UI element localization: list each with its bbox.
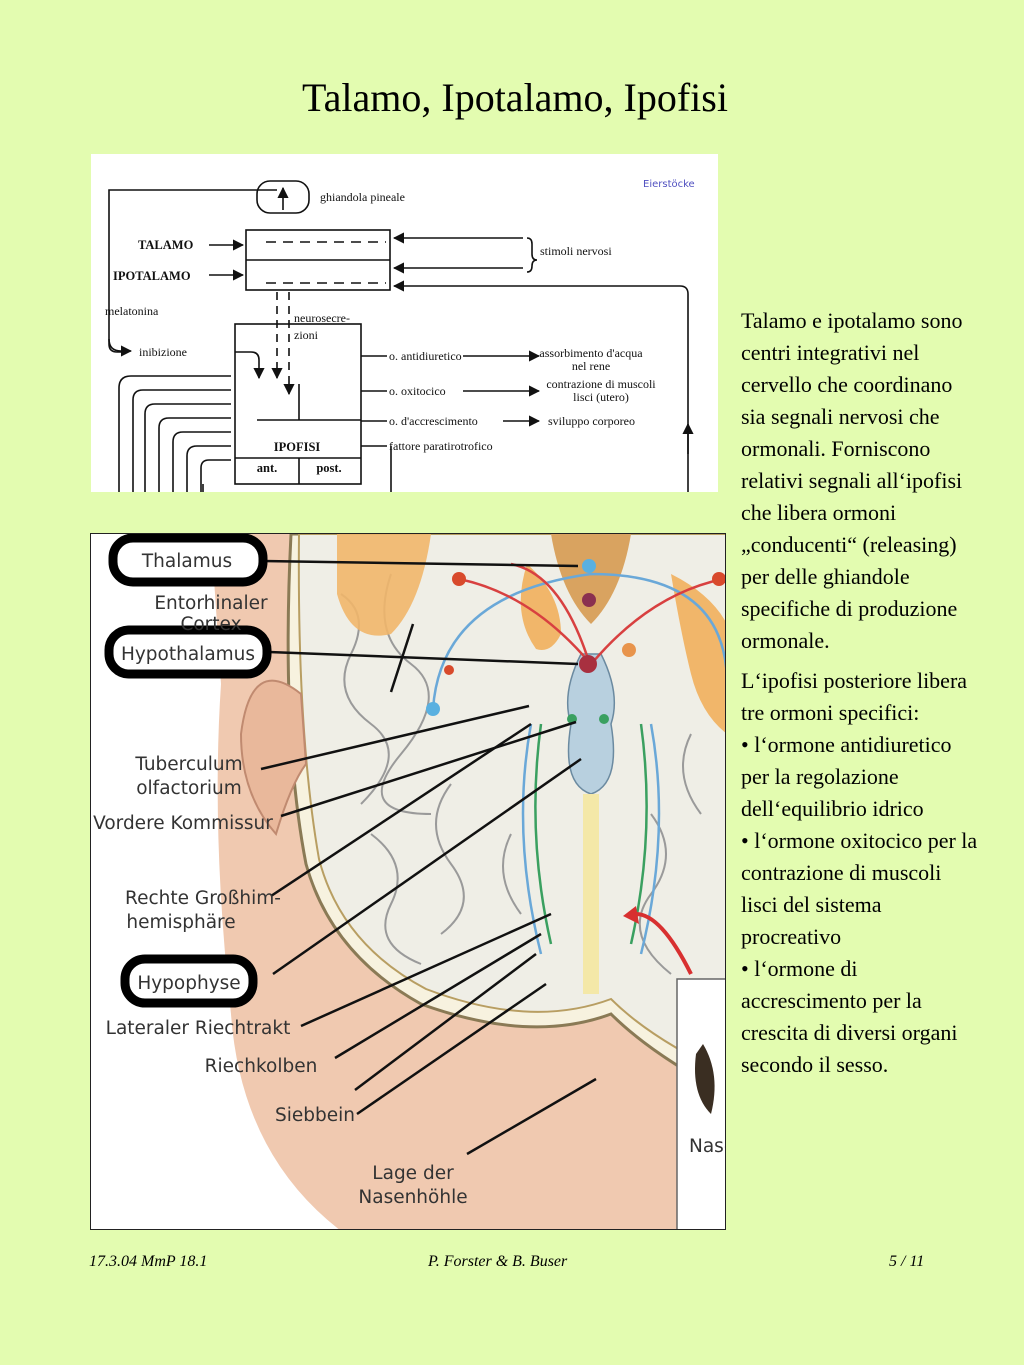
siebbein-label: Siebbein — [275, 1105, 355, 1126]
neurosecrezioni-label-1: neurosecre- — [294, 311, 350, 325]
posterior-intro: L‘ipofisi posteriore libera tre ormoni s… — [741, 668, 968, 725]
accrescimento-label: o. d'accrescimento — [389, 414, 478, 428]
nasenhoehle-label: Nasenhöhle — [358, 1187, 467, 1208]
talamo-label: TALAMO — [138, 238, 194, 252]
assorbimento-label-1: assorbimento d'acqua — [539, 346, 643, 360]
rechte-label: Rechte Großhim- — [125, 888, 281, 909]
contrazione-label-1: contrazione di muscoli — [546, 377, 656, 391]
bullet-accrescimento: • l‘ormone di accrescimento per la cresc… — [741, 956, 958, 1077]
footer-authors: P. Forster & B. Buser — [428, 1253, 568, 1270]
ipofisi-label: IPOFISI — [274, 440, 321, 454]
hypophyse-label: Hypophyse — [137, 973, 240, 994]
post-label: post. — [316, 461, 341, 475]
description-paragraph: Talamo e ipotalamo sono centri integrati… — [741, 308, 963, 653]
stimoli-label: stimoli nervosi — [540, 244, 612, 258]
hemisphaere-label: hemisphäre — [126, 912, 235, 933]
footer-date: 17.3.04 MmP 18.1 — [89, 1253, 208, 1270]
brain-anatomy-figure: Thalamus Entorhinaler Cortex Hypothalamu… — [90, 533, 726, 1230]
riechkolben-label: Riechkolben — [205, 1056, 318, 1077]
olfactorium-label: olfactorium — [136, 778, 242, 799]
oxitocico-label: o. oxitocico — [389, 384, 446, 398]
assorbimento-label-2: nel rene — [572, 359, 610, 373]
contrazione-label-2: lisci (utero) — [573, 390, 629, 404]
nase-label: Nase — [689, 1136, 726, 1157]
ant-label: ant. — [257, 461, 278, 475]
paratiro-label: fattore paratirotrofico — [389, 439, 493, 453]
inibizione-label: inibizione — [139, 345, 187, 359]
corner-label: Eierstöcke — [643, 179, 695, 190]
thalamus-label: Thalamus — [141, 551, 232, 572]
page-number: 5 / 11 — [889, 1253, 925, 1270]
melatonina-label: melatonina — [105, 304, 159, 318]
neurosecrezioni-label-2: zioni — [294, 328, 319, 342]
cortex-label: Cortex — [180, 614, 241, 635]
tuberculum-label: Tuberculum — [134, 754, 242, 775]
ipotalamo-label: IPOTALAMO — [113, 269, 191, 283]
lage-label: Lage der — [372, 1163, 454, 1184]
bullet-antidiuretico: • l‘ormone antidiuretico per la regolazi… — [741, 732, 952, 821]
entorhinaler-label: Entorhinaler — [154, 593, 268, 614]
hormone-flow-diagram: Eierstöcke ghiandola pineale TALAMO IPOT… — [91, 154, 718, 492]
description-text: Talamo e ipotalamo sono centri integrati… — [741, 305, 981, 1081]
antidiuretico-label: o. antidiuretico — [389, 349, 462, 363]
hypothalamus-label: Hypothalamus — [121, 644, 255, 665]
pineal-label: ghiandola pineale — [320, 190, 405, 204]
sviluppo-label: sviluppo corporeo — [548, 414, 635, 428]
lateraler-riechtrakt-label: Lateraler Riechtrakt — [106, 1018, 291, 1039]
slide-title: Talamo, Ipotalamo, Ipofisi — [302, 75, 728, 120]
vordere-kommissur-label: Vordere Kommissur — [93, 813, 273, 834]
bullet-oxitocico: • l‘ormone oxitocico per la contrazione … — [741, 828, 978, 949]
